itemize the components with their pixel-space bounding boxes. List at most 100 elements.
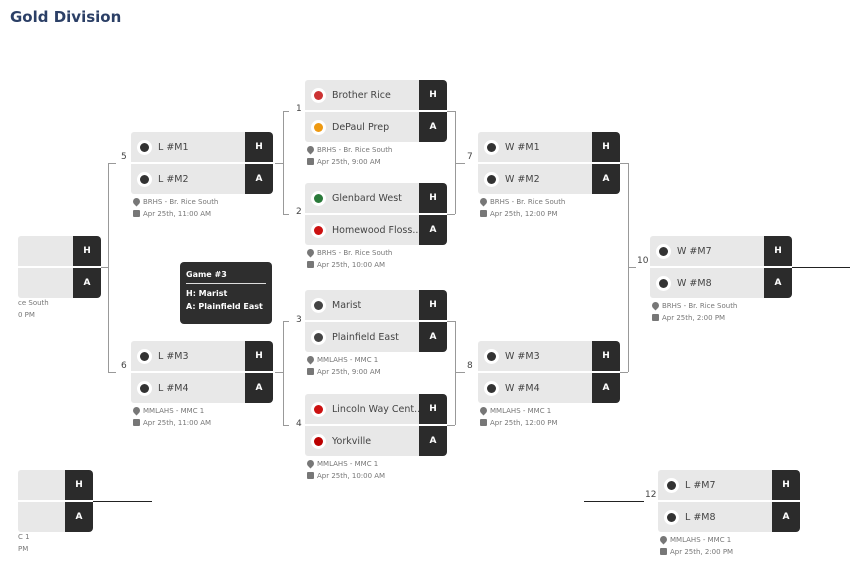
connector bbox=[108, 163, 116, 164]
team-logo-icon bbox=[664, 477, 679, 493]
team-logo-icon bbox=[484, 380, 499, 396]
game-time: Apr 25th, 12:00 PM bbox=[490, 210, 558, 218]
team-name: L #M8 bbox=[685, 511, 716, 523]
team-row-home[interactable]: Lincoln Way Cent...H bbox=[305, 394, 447, 424]
team-name-cell: Marist bbox=[305, 290, 419, 320]
team-name: W #M8 bbox=[677, 277, 712, 289]
home-badge: H bbox=[245, 341, 273, 371]
team-logo-icon bbox=[484, 139, 499, 155]
venue: C 1 bbox=[18, 533, 30, 541]
venue: BRHS - Br. Rice South bbox=[490, 198, 566, 206]
venue: MMLAHS - MMC 1 bbox=[143, 407, 205, 415]
team-name-cell: Lincoln Way Cent... bbox=[305, 394, 419, 424]
tooltip-title: Game #3 bbox=[186, 270, 227, 279]
team-logo-icon bbox=[664, 509, 679, 525]
venue: MMLAHS - MMC 1 bbox=[490, 407, 552, 415]
calendar-icon bbox=[307, 158, 314, 165]
team-row-away[interactable]: A bbox=[18, 268, 101, 298]
calendar-icon bbox=[307, 261, 314, 268]
connector bbox=[447, 111, 455, 112]
team-name: L #M7 bbox=[685, 479, 716, 491]
location-pin-icon bbox=[305, 354, 316, 365]
game-number: 3 bbox=[296, 315, 302, 325]
team-row-home[interactable]: H bbox=[18, 470, 93, 500]
away-badge: A bbox=[419, 215, 447, 245]
team-name-cell: L #M4 bbox=[131, 373, 245, 403]
team-name: W #M3 bbox=[505, 350, 540, 362]
team-logo-icon bbox=[484, 171, 499, 187]
team-row-home[interactable]: H bbox=[18, 236, 101, 266]
team-row-away[interactable]: A bbox=[18, 502, 93, 532]
game-number: 7 bbox=[467, 152, 473, 162]
team-name-cell: L #M1 bbox=[131, 132, 245, 162]
location-pin-icon bbox=[658, 534, 669, 545]
venue: BRHS - Br. Rice South bbox=[317, 146, 393, 154]
game-number: 6 bbox=[121, 361, 127, 371]
calendar-icon bbox=[480, 419, 487, 426]
calendar-icon bbox=[133, 210, 140, 217]
game-time: Apr 25th, 10:00 AM bbox=[317, 472, 386, 480]
game-number: 12 bbox=[645, 490, 657, 500]
team-name: L #M4 bbox=[158, 382, 189, 394]
team-logo-icon bbox=[656, 275, 671, 291]
home-badge: H bbox=[419, 394, 447, 424]
team-logo-icon bbox=[137, 171, 152, 187]
home-badge: H bbox=[419, 290, 447, 320]
team-name-cell: Brother Rice bbox=[305, 80, 419, 110]
away-badge: A bbox=[245, 164, 273, 194]
game-time: Apr 25th, 10:00 AM bbox=[317, 261, 386, 269]
game-number: 4 bbox=[296, 419, 302, 429]
team-name: W #M1 bbox=[505, 141, 540, 153]
team-name-cell: Plainfield East bbox=[305, 322, 419, 352]
calendar-icon bbox=[480, 210, 487, 217]
game-time: Apr 25th, 11:00 AM bbox=[143, 210, 212, 218]
team-name: W #M4 bbox=[505, 382, 540, 394]
team-name-cell bbox=[18, 502, 65, 532]
connector bbox=[283, 111, 289, 112]
connector bbox=[93, 501, 152, 502]
team-row-home[interactable]: W #M7 H bbox=[650, 236, 792, 266]
team-name-cell: L #M2 bbox=[131, 164, 245, 194]
team-name-cell: W #M2 bbox=[478, 164, 592, 194]
venue: BRHS - Br. Rice South bbox=[317, 249, 393, 257]
team-name: W #M7 bbox=[677, 245, 712, 257]
home-badge: H bbox=[764, 236, 792, 266]
connector bbox=[447, 214, 455, 215]
location-pin-icon bbox=[650, 300, 661, 311]
team-row-away[interactable]: Homewood Floss...A bbox=[305, 215, 447, 245]
